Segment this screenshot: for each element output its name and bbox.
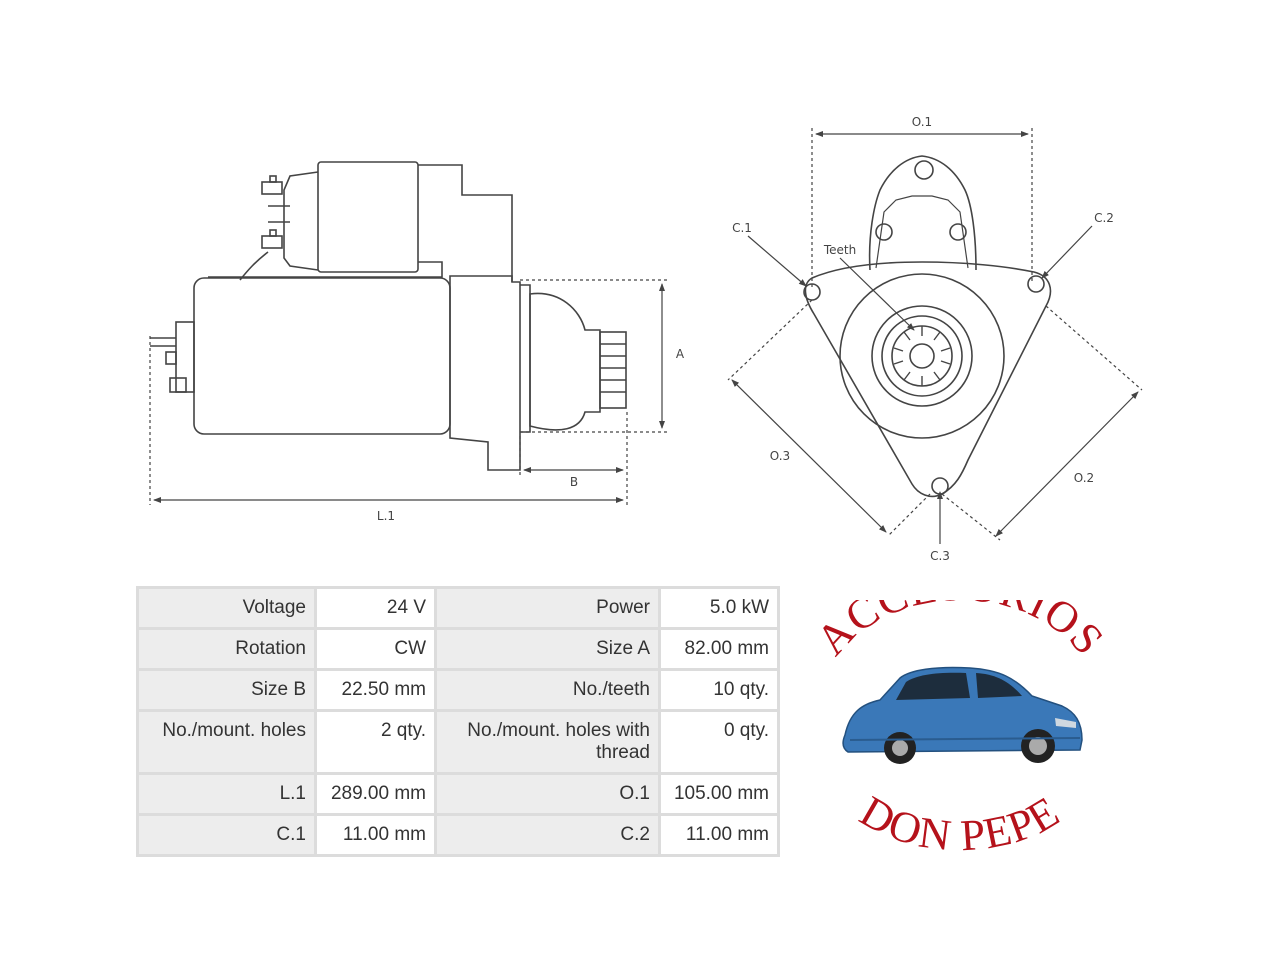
terminal-upper [261,181,283,195]
rear-cap [175,321,195,393]
spec-row: Rotation CW Size A 82.00 mm [136,627,780,671]
spec-row: No./mount. holes 2 qty. No./mount. holes… [136,709,780,775]
solenoid-cap [283,171,319,271]
front-view [803,155,1052,498]
label-c3: C.3 [930,549,950,563]
teeth-leader [839,257,915,331]
spec-row: C.1 11.00 mm C.2 11.00 mm [136,813,780,857]
spec-key: L.1 [136,772,317,816]
solenoid-bracket [868,155,977,271]
spec-value: 22.50 mm [314,668,437,712]
spec-row: Voltage 24 V Power 5.0 kW [136,586,780,630]
spec-value: 82.00 mm [658,627,780,671]
label-c1: C.1 [732,221,752,235]
nose [529,292,601,431]
spec-value: CW [314,627,437,671]
spec-value: 11.00 mm [314,813,437,857]
bracket-hole-top [914,160,934,180]
spec-key: No./mount. holes [136,709,317,775]
spec-key: Rotation [136,627,317,671]
spec-key: Size B [136,668,317,712]
label-o2: O.2 [1074,471,1094,485]
terminal-lower [261,235,283,249]
spec-key: Power [434,586,661,630]
spec-key: C.2 [434,813,661,857]
mounting-flange [804,261,1052,498]
spec-key: O.1 [434,772,661,816]
logo-top-text: ACCESORIOS [807,600,1114,664]
spec-key: No./mount. holes with thread [434,709,661,775]
spec-row: Size B 22.50 mm No./teeth 10 qty. [136,668,780,712]
spec-key: C.1 [136,813,317,857]
mount-hole-c3 [931,477,949,495]
mount-hole-c2 [1027,275,1045,293]
spec-value: 10 qty. [658,668,780,712]
spec-table: Voltage 24 V Power 5.0 kW Rotation CW Si… [136,586,780,857]
spec-value: 0 qty. [658,709,780,775]
logo-bottom-text: DON PEPE [852,786,1068,860]
pinion [599,331,627,409]
dim-o2-line [995,391,1139,537]
outer-boss [839,273,1005,439]
spec-value: 105.00 mm [658,772,780,816]
starter-motor-drawing: A B L.1 O.1 O.2 O.3 C.1 C.2 C [149,115,1143,563]
side-view [150,161,627,471]
dim-o3-line [731,379,887,533]
label-teeth: Teeth [823,243,856,257]
motor-body [193,277,451,435]
spec-value: 5.0 kW [658,586,780,630]
spec-key: No./teeth [434,668,661,712]
spec-value: 11.00 mm [658,813,780,857]
label-o3: O.3 [770,449,790,463]
label-b: B [570,475,578,489]
gear-teeth [893,326,951,386]
spec-key: Size A [434,627,661,671]
brand-logo: ACCESORIOS DON PEPE [807,600,1114,860]
spec-value: 289.00 mm [314,772,437,816]
side-dimensions [149,279,668,505]
spec-key: Voltage [136,586,317,630]
label-o1: O.1 [912,115,932,129]
front-dimensions [727,128,1143,544]
spec-value: 2 qty. [314,709,437,775]
label-l1: L.1 [377,509,395,523]
car-illustration [842,666,1083,764]
spec-row: L.1 289.00 mm O.1 105.00 mm [136,772,780,816]
spec-value: 24 V [314,586,437,630]
label-a: A [676,347,685,361]
drive-housing [449,275,521,471]
solenoid [317,161,419,273]
label-c2: C.2 [1094,211,1114,225]
